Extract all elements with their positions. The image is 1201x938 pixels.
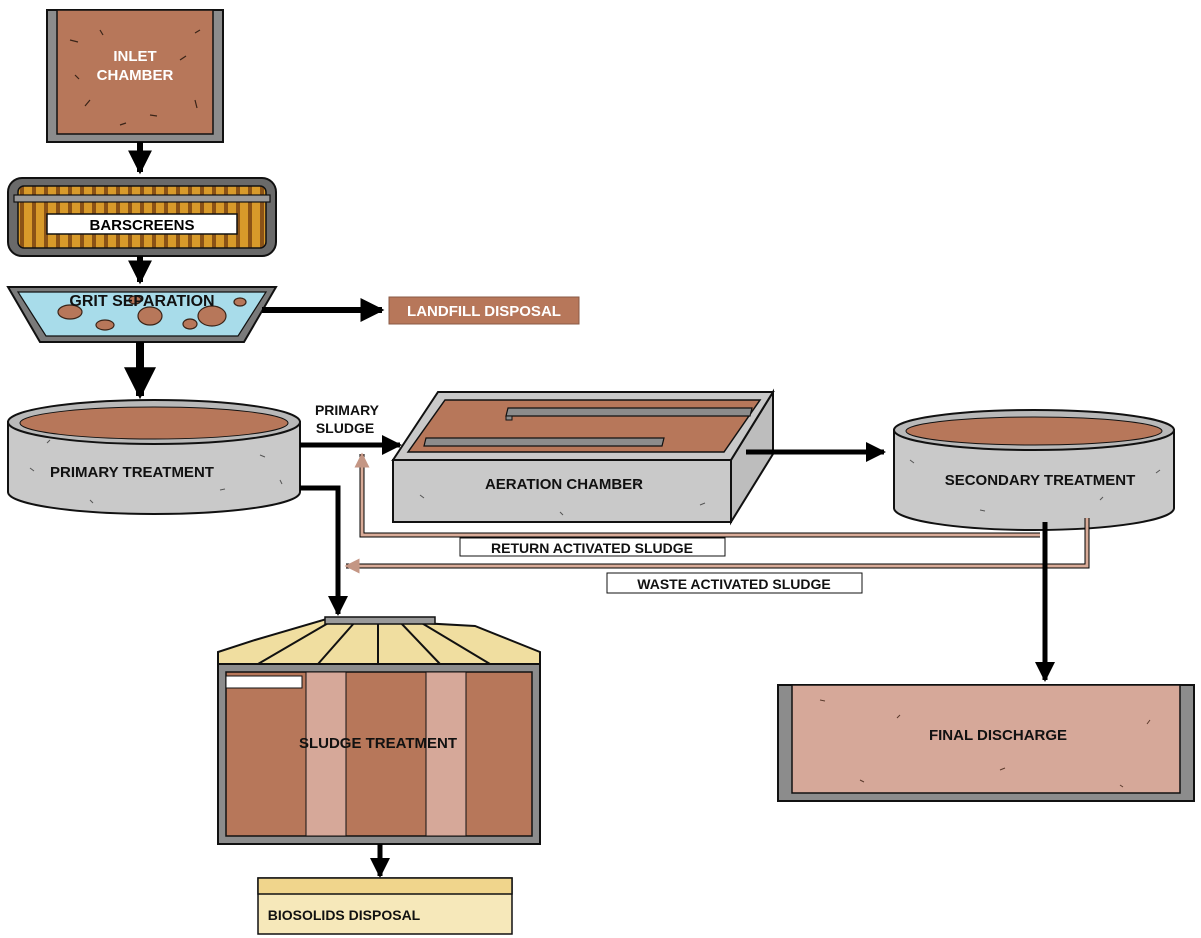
return-activated-sludge-label: RETURN ACTIVATED SLUDGE: [491, 540, 693, 556]
landfill-disposal-label: LANDFILL DISPOSAL: [407, 303, 561, 320]
secondary-treatment-label: SECONDARY TREATMENT: [945, 472, 1136, 489]
grit-separation-label: GRIT SEPARATION: [69, 293, 214, 310]
barscreens-unit: BARSCREENS: [7, 177, 277, 257]
waste-activated-sludge-box: WASTE ACTIVATED SLUDGE: [606, 572, 863, 594]
return-activated-sludge-box: RETURN ACTIVATED SLUDGE: [459, 537, 726, 557]
primary-sludge-label-line2: SLUDGE: [316, 420, 374, 436]
final-discharge-label: FINAL DISCHARGE: [929, 727, 1067, 744]
primary-treatment-tank: PRIMARY TREATMENT: [7, 399, 301, 515]
biosolids-disposal-label: BIOSOLIDS DISPOSAL: [268, 907, 421, 923]
inlet-chamber-label-line1: INLET: [113, 48, 156, 65]
aeration-chamber-label: AERATION CHAMBER: [485, 476, 643, 493]
sludge-treatment-label: SLUDGE TREATMENT: [299, 735, 457, 752]
inlet-chamber-label-line2: CHAMBER: [97, 67, 174, 84]
biosolids-disposal-container: BIOSOLIDS DISPOSAL: [257, 877, 513, 935]
grit-separation-tank: GRIT SEPARATION: [6, 286, 278, 343]
aeration-chamber-tank: AERATION CHAMBER: [391, 388, 775, 526]
sludge-treatment-digester: SLUDGE TREATMENT: [217, 616, 541, 845]
flow-arrow-primary-to-sludge: [300, 485, 348, 616]
primary-treatment-label: PRIMARY TREATMENT: [50, 464, 214, 481]
flow-line-return-activated-sludge-fill: [354, 452, 1040, 537]
barscreens-label: BARSCREENS: [89, 217, 194, 234]
final-discharge-basin: FINAL DISCHARGE: [777, 684, 1195, 802]
flow-line-waste-activated-sludge-fill: [344, 518, 1089, 574]
waste-activated-sludge-label: WASTE ACTIVATED SLUDGE: [637, 576, 830, 592]
inlet-chamber: INLET CHAMBER: [46, 9, 224, 143]
landfill-disposal-box: LANDFILL DISPOSAL: [388, 296, 580, 325]
secondary-treatment-tank: SECONDARY TREATMENT: [893, 409, 1175, 531]
primary-sludge-label-line1: PRIMARY: [315, 402, 380, 418]
